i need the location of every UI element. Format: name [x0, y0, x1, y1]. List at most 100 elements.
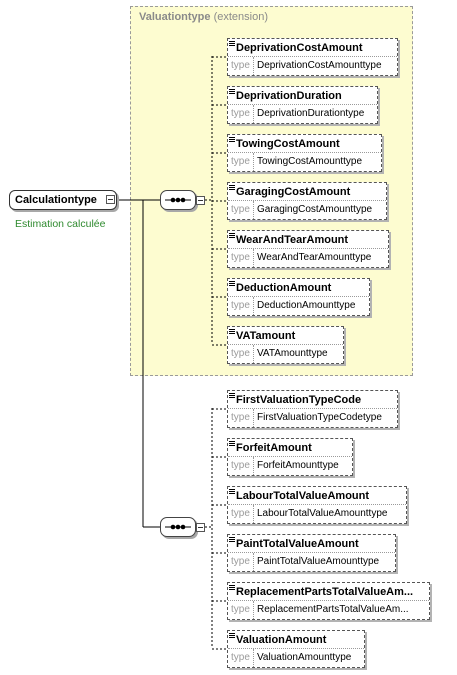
sequence-icon [165, 197, 191, 203]
element-name: ReplacementPartsTotalValueAm... [236, 586, 414, 598]
divider [228, 456, 352, 458]
sequence-1-collapse-toggle[interactable] [196, 196, 205, 205]
element-content-icon [229, 281, 235, 286]
element-name: ForfeitAmount [236, 442, 312, 454]
type-keyword: type [231, 412, 250, 423]
type-keyword: type [231, 348, 250, 359]
element-content-icon [229, 489, 235, 494]
element-content-icon [229, 185, 235, 190]
divider [228, 152, 381, 154]
element-content-icon [229, 137, 235, 142]
element-content-icon [229, 537, 235, 542]
element-type: DeprivationDurationtype [257, 108, 365, 119]
element-type: DeprivationCostAmounttype [257, 60, 382, 71]
element-content-icon [229, 633, 235, 638]
type-keyword: type [231, 604, 250, 615]
divider [228, 56, 397, 58]
element-type: ReplacementPartsTotalValueAm... [257, 604, 409, 615]
element-type: ForfeitAmounttype [257, 460, 339, 471]
sequence-compositor-1[interactable] [160, 190, 196, 210]
element-type: PaintTotalValueAmounttype [257, 556, 380, 567]
divider [228, 296, 369, 298]
divider [253, 249, 254, 267]
divider [253, 345, 254, 363]
extension-name: Valuationtype [139, 11, 211, 23]
divider [253, 105, 254, 123]
divider [253, 57, 254, 75]
divider [228, 104, 377, 106]
divider [253, 553, 254, 571]
type-keyword: type [231, 300, 250, 311]
type-keyword: type [231, 252, 250, 263]
divider [228, 344, 343, 346]
element-content-icon [229, 89, 235, 94]
element-type: LabourTotalValueAmounttype [257, 508, 388, 519]
divider [253, 505, 254, 523]
element-content-icon [229, 585, 235, 590]
type-keyword: type [231, 556, 250, 567]
type-keyword: type [231, 460, 250, 471]
element-type: VATAmounttype [257, 348, 328, 359]
element-type: DeductionAmounttype [257, 300, 356, 311]
divider [228, 248, 388, 250]
type-keyword: type [231, 508, 250, 519]
divider [228, 600, 429, 602]
element-replacementpartstotalvalueam[interactable]: ReplacementPartsTotalValueAm... type Repla… [227, 582, 430, 620]
sequence-2-collapse-toggle[interactable] [196, 523, 205, 532]
element-name: ValuationAmount [236, 634, 327, 646]
element-content-icon [229, 441, 235, 446]
divider [253, 457, 254, 475]
element-name: DeprivationCostAmount [236, 42, 363, 54]
type-keyword: type [231, 60, 250, 71]
element-content-icon [229, 329, 235, 334]
divider [228, 552, 395, 554]
element-name: GaragingCostAmount [236, 186, 351, 198]
element-name: DeductionAmount [236, 282, 332, 294]
element-content-icon [229, 393, 235, 398]
divider [253, 649, 254, 667]
element-type: TowingCostAmounttype [257, 156, 363, 167]
element-name: WearAndTearAmount [236, 234, 349, 246]
element-vatamount[interactable]: VATamount type VATAmounttype [227, 326, 344, 364]
element-name: DeprivationDuration [236, 90, 342, 102]
element-name: VATamount [236, 330, 296, 342]
divider [253, 201, 254, 219]
element-name: FirstValuationTypeCode [236, 394, 362, 406]
sequence-compositor-2[interactable] [160, 517, 196, 537]
divider [228, 200, 386, 202]
divider [253, 409, 254, 427]
root-element-name: Calculationtype [15, 194, 97, 206]
element-content-icon [229, 41, 235, 46]
type-keyword: type [231, 204, 250, 215]
extension-title: Valuationtype (extension) [139, 11, 268, 23]
element-name: PaintTotalValueAmount [236, 538, 359, 550]
divider [253, 153, 254, 171]
type-keyword: type [231, 156, 250, 167]
root-collapse-toggle[interactable] [106, 195, 115, 204]
element-type: FirstValuationTypeCodetype [257, 412, 382, 423]
divider [228, 648, 364, 650]
divider [228, 408, 397, 410]
element-type: ValuationAmounttype [257, 652, 352, 663]
element-content-icon [229, 233, 235, 238]
sequence-icon [165, 524, 191, 530]
type-keyword: type [231, 108, 250, 119]
root-documentation: Estimation calculée [15, 218, 106, 230]
element-name: TowingCostAmount [236, 138, 340, 150]
element-type: GaragingCostAmounttype [257, 204, 373, 215]
root-element[interactable]: Calculationtype [9, 190, 117, 210]
divider [253, 601, 254, 619]
element-name: LabourTotalValueAmount [236, 490, 370, 502]
